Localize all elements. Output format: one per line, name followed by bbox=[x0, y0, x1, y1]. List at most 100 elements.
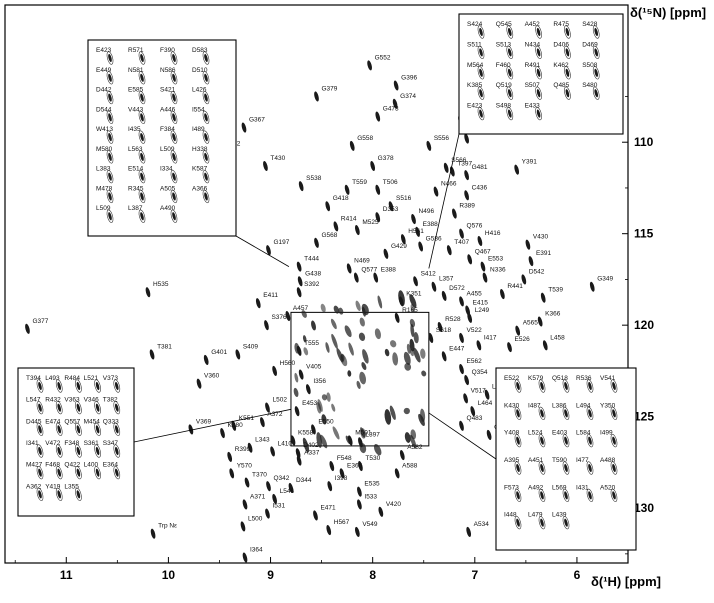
inset-peak-core bbox=[536, 27, 541, 37]
inset-peak-contour bbox=[562, 379, 570, 393]
inset-peak-core bbox=[588, 491, 592, 500]
inset-peak-label: R475 bbox=[553, 21, 569, 28]
peak-label: E365 bbox=[347, 462, 363, 469]
inset-peak-contour bbox=[75, 444, 82, 458]
peak-label: A582 bbox=[407, 444, 423, 451]
inset-peak-label: R536 bbox=[576, 375, 592, 382]
peak-marker bbox=[298, 181, 304, 192]
inset-peak-core bbox=[140, 152, 144, 161]
peak-marker bbox=[296, 261, 302, 272]
inset-peak-label: L509 bbox=[96, 205, 111, 212]
inset-peak-contour bbox=[106, 170, 114, 184]
inset-peak-contour bbox=[106, 110, 114, 124]
inset-peak-core bbox=[204, 93, 208, 102]
inset-peak-label: K579 bbox=[528, 375, 544, 382]
inset-peak-label: S511 bbox=[467, 41, 482, 48]
inset-peak-core bbox=[565, 89, 570, 98]
inset-peak-contour bbox=[138, 209, 146, 223]
peak-label: L249 bbox=[475, 307, 490, 314]
inset-peak-contour bbox=[506, 106, 514, 121]
peak-marker bbox=[265, 508, 270, 519]
center-cluster-peak bbox=[359, 317, 365, 327]
peak-label: A588 bbox=[402, 462, 418, 469]
peak-marker bbox=[480, 261, 486, 272]
center-cluster-peak bbox=[355, 300, 361, 312]
inset-peak-core bbox=[540, 381, 544, 391]
peak-label: E471 bbox=[320, 504, 336, 511]
inset-peak-label: S428 bbox=[582, 21, 598, 28]
inset-peak-core bbox=[594, 89, 599, 98]
inset-peak-contour bbox=[36, 401, 44, 415]
inset-peak-label: M580 bbox=[96, 146, 113, 153]
inset-peak-label: E514 bbox=[128, 166, 144, 173]
x-tick-label: 7 bbox=[471, 568, 478, 582]
inset-peak-core bbox=[612, 491, 616, 500]
inset-peak-core bbox=[588, 409, 592, 418]
peak-label: L500 bbox=[248, 515, 263, 522]
inset-peak-contour bbox=[202, 130, 210, 144]
inset-peak-core bbox=[540, 491, 544, 500]
center-cluster-peak bbox=[413, 332, 419, 344]
peak-marker bbox=[470, 406, 476, 417]
inset-peak-label: E474 bbox=[45, 418, 61, 425]
inset-peak-contour bbox=[55, 379, 63, 393]
inset-peak-contour bbox=[538, 461, 546, 475]
peak-label: G558 bbox=[357, 135, 373, 142]
center-cluster-peak bbox=[331, 403, 336, 412]
peak-marker bbox=[288, 482, 294, 494]
center-cluster-peak bbox=[320, 303, 326, 313]
center-cluster-peak bbox=[321, 414, 327, 425]
inset-peak-contour bbox=[538, 434, 546, 448]
inset-peak-core bbox=[57, 468, 62, 477]
inset-peak-label: E585 bbox=[128, 87, 144, 94]
peak-label: E562 bbox=[467, 358, 483, 365]
center-cluster-peak bbox=[331, 333, 338, 349]
inset-peak-contour bbox=[538, 379, 546, 393]
inset-peak-contour bbox=[477, 86, 485, 100]
inset-peak-core bbox=[114, 446, 119, 456]
peak-label: L458 bbox=[550, 334, 565, 341]
center-cluster-peak bbox=[332, 426, 340, 440]
inset-peak-core bbox=[507, 109, 512, 118]
peak-label: S376 bbox=[271, 314, 287, 321]
inset-peak-label: L524 bbox=[528, 430, 543, 437]
peak-label: G374 bbox=[400, 93, 416, 100]
inset-peak-core bbox=[114, 468, 119, 477]
inset-peak-contour bbox=[564, 45, 571, 60]
peak-marker bbox=[392, 98, 398, 109]
peak-label: A457 bbox=[293, 305, 309, 312]
inset-peak-contour bbox=[94, 379, 101, 393]
peak-marker bbox=[400, 234, 406, 245]
peak-marker bbox=[464, 133, 469, 144]
inset-peak-core bbox=[114, 403, 119, 412]
peak-marker bbox=[476, 340, 482, 351]
peak-label: E415 bbox=[473, 300, 489, 307]
inset-peak-label: L400 bbox=[84, 462, 99, 469]
peak-label: I356 bbox=[313, 378, 326, 385]
peak-marker bbox=[220, 428, 225, 439]
inset-peak-core bbox=[108, 172, 112, 181]
peak-label: E411 bbox=[263, 292, 278, 299]
peak-label: A534 bbox=[474, 521, 490, 528]
peak-label: T444 bbox=[304, 256, 319, 263]
inset-peak-core bbox=[204, 113, 208, 122]
inset-peak-label: L584 bbox=[576, 430, 591, 437]
center-cluster-peak bbox=[303, 347, 309, 356]
inset-peak-label: E364 bbox=[103, 462, 119, 469]
inset-peak-core bbox=[204, 172, 208, 181]
peak-label: G401 bbox=[211, 349, 227, 356]
center-cluster-peak bbox=[406, 343, 411, 354]
center-cluster-peak bbox=[384, 348, 390, 357]
peak-marker bbox=[525, 239, 531, 250]
inset-peak-core bbox=[507, 68, 512, 77]
peak-label: G418 bbox=[333, 195, 349, 202]
x-tick-label: 8 bbox=[369, 568, 376, 582]
peak-marker bbox=[413, 276, 418, 287]
inset-peak-core bbox=[516, 409, 520, 418]
inset-peak-label: E423 bbox=[96, 47, 112, 54]
peak-marker bbox=[467, 254, 473, 265]
inset-peak-label: F573 bbox=[504, 484, 519, 491]
inset-peak-contour bbox=[138, 189, 146, 204]
peak-marker bbox=[433, 186, 439, 197]
